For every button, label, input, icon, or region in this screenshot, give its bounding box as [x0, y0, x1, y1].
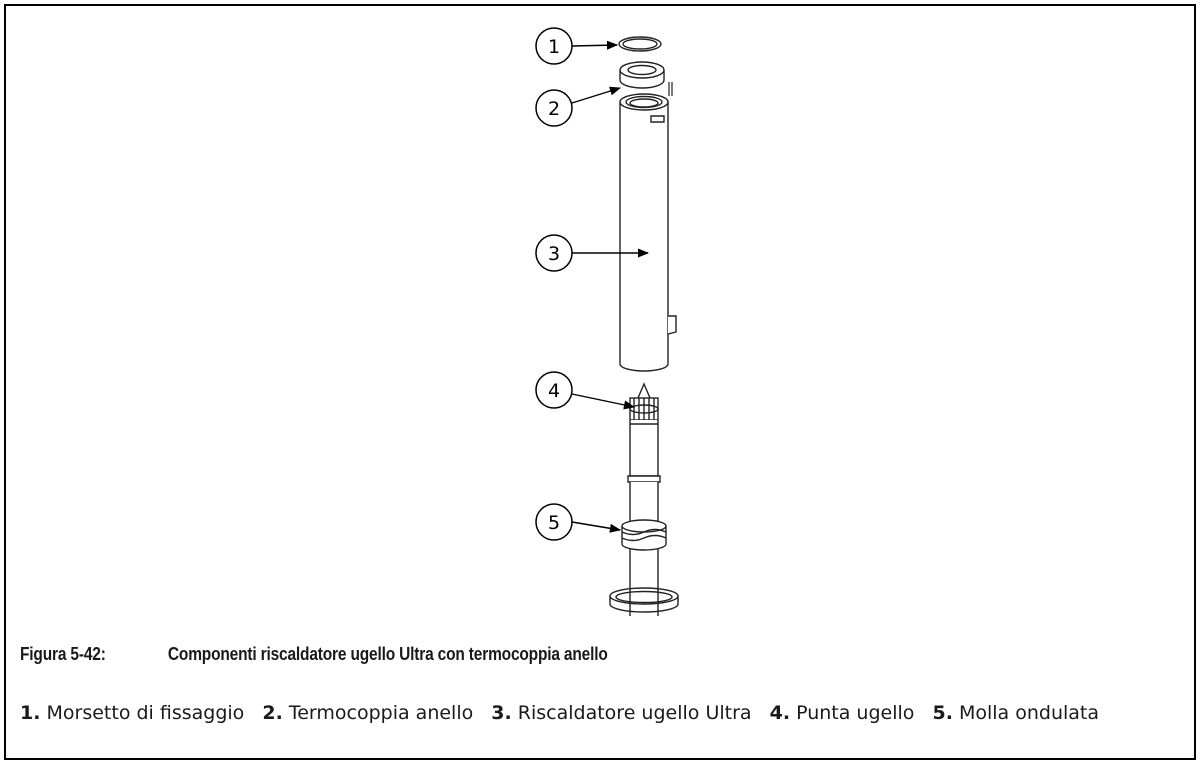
nozzle-body-part — [627, 420, 661, 616]
legend-text: Termocoppia anello — [288, 702, 474, 724]
base-collar — [609, 587, 679, 613]
legend-text: Morsetto di fissaggio — [46, 702, 245, 724]
figure-caption: Figura 5-42: Componenti riscaldatore ugel… — [20, 644, 608, 665]
legend-text: Molla ondulata — [958, 702, 1100, 724]
callout-3-label: 3 — [548, 243, 560, 265]
legend-number: 1. — [20, 702, 41, 724]
callout-1-label: 1 — [548, 36, 560, 58]
ring-thermocouple-part — [619, 61, 673, 96]
callout-2: 2 — [535, 86, 622, 127]
legend-number: 5. — [932, 702, 953, 724]
callout-5-label: 5 — [548, 512, 560, 534]
figure-title: Componenti riscaldatore ugello Ultra con… — [167, 644, 608, 664]
legend-text: Punta ugello — [796, 702, 915, 724]
legend-item: 1. Morsetto di fissaggio — [20, 702, 244, 724]
legend-item: 2. Termocoppia anello — [262, 702, 473, 724]
callout-3: 3 — [535, 234, 650, 272]
nozzle-heater-part — [619, 93, 677, 372]
figure-frame: 1 2 3 4 5 Figura 5-42: Componenti riscald… — [4, 4, 1196, 760]
wave-spring-part — [621, 519, 667, 551]
figure-legend: 1. Morsetto di fissaggio 2. Termocoppia … — [20, 699, 1180, 728]
legend-item: 5. Molla ondulata — [932, 702, 1099, 724]
legend-number: 2. — [262, 702, 283, 724]
legend-number: 4. — [769, 702, 791, 724]
legend-text: Riscaldatore ugello Ultra — [517, 702, 752, 724]
nozzle-tip-part — [629, 382, 659, 421]
legend-item: 4. Punta ugello — [770, 702, 915, 724]
exploded-view-diagram: 1 2 3 4 5 — [535, 27, 679, 616]
legend-number: 3. — [491, 702, 512, 724]
figure-number: Figura 5-42: — [20, 644, 106, 664]
callout-1: 1 — [535, 27, 619, 65]
callout-5: 5 — [535, 503, 622, 541]
retaining-clip-part — [618, 36, 662, 52]
legend-item: 3. Riscaldatore ugello Ultra — [491, 702, 751, 724]
callout-4-label: 4 — [548, 380, 560, 402]
callout-4: 4 — [535, 371, 636, 410]
callout-2-label: 2 — [548, 98, 560, 120]
